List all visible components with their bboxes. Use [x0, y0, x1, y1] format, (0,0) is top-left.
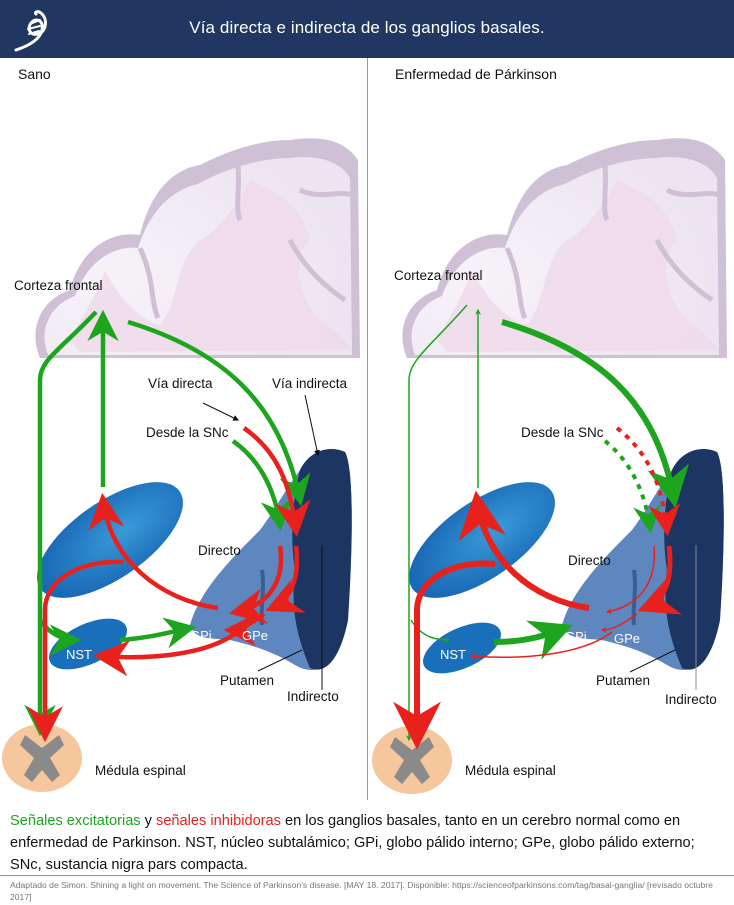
label-direct: Directo: [568, 553, 611, 568]
pointer-line-indirect: [304, 394, 320, 457]
cortex-shape: [402, 138, 727, 358]
label-nst: NST: [440, 647, 466, 662]
header-bar: Vía directa e indirecta de los ganglios …: [0, 0, 734, 58]
diagram-parkinson: Corteza frontal Desde la SNc Directo GPi…: [372, 138, 727, 794]
striatum: [190, 449, 352, 670]
cortex-shape: [35, 138, 361, 358]
label-indirect: Indirecto: [287, 689, 339, 704]
label-direct: Directo: [198, 543, 241, 558]
label-direct-path: Vía directa: [148, 376, 213, 391]
label-putamen: Putamen: [596, 673, 650, 688]
inhibitory-arrows: [27, 426, 311, 743]
dna-helix-logo-icon: [14, 10, 47, 52]
spinal-cord: [2, 724, 82, 792]
label-cortex: Corteza frontal: [394, 268, 483, 283]
figure-caption: Señales excitatorias y señales inhibidor…: [10, 810, 728, 876]
panel-divider: [367, 58, 368, 800]
caption-excitatory: Señales excitatorias: [10, 813, 141, 829]
footer-divider: [0, 875, 734, 876]
label-gpe: GPe: [614, 631, 640, 646]
label-indirect: Indirecto: [665, 692, 717, 707]
panel-heading-parkinson: Enfermedad de Párkinson: [395, 66, 557, 82]
pointer-line-direct: [202, 402, 240, 421]
pointer-line-putamen: [257, 649, 303, 672]
label-putamen: Putamen: [220, 673, 274, 688]
label-nst: NST: [66, 647, 92, 662]
caption-connector: y: [140, 813, 157, 829]
label-cortex: Corteza frontal: [14, 278, 103, 293]
nst-shape: [423, 622, 501, 674]
inhibitory-arrows: [393, 426, 683, 750]
label-indirect-path: Vía indirecta: [272, 376, 348, 391]
label-gpe: GPe: [242, 628, 268, 643]
page-title: Vía directa e indirecta de los ganglios …: [189, 18, 545, 37]
spinal-cord: [372, 726, 452, 794]
caption-inhibitory: señales inhibidoras: [156, 813, 281, 829]
label-gpi: GPi: [565, 629, 587, 644]
diagram-healthy: Corteza frontal Vía directa Vía indirect…: [2, 138, 361, 792]
label-spinal-cord: Médula espinal: [465, 763, 556, 778]
excitatory-arrows: [24, 309, 311, 737]
label-from-snc: Desde la SNc: [521, 425, 604, 440]
panel-heading-healthy: Sano: [18, 66, 51, 82]
pointer-line-putamen: [629, 649, 676, 673]
label-gpi: GPi: [190, 628, 212, 643]
excitatory-arrows: [406, 304, 690, 742]
caption-body: en los ganglios basales, tanto en un cer…: [10, 813, 695, 873]
source-citation: Adaptado de Simon. Shining a light on mo…: [10, 880, 713, 902]
label-spinal-cord: Médula espinal: [95, 763, 186, 778]
label-from-snc: Desde la SNc: [146, 425, 229, 440]
nst-shape: [49, 618, 127, 670]
